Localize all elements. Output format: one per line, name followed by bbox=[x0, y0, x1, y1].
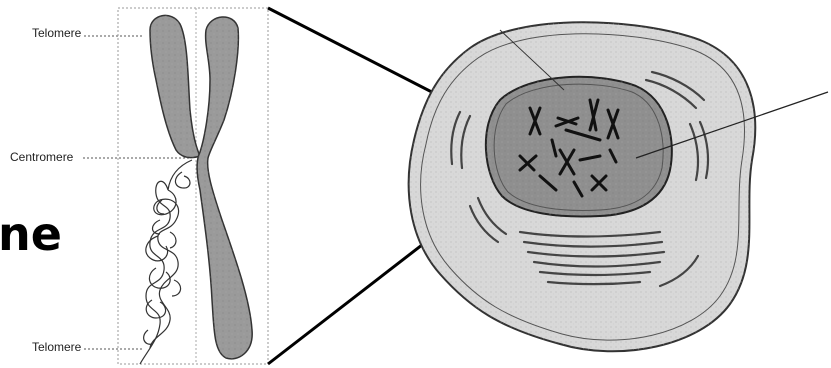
dna-coil bbox=[140, 160, 192, 364]
